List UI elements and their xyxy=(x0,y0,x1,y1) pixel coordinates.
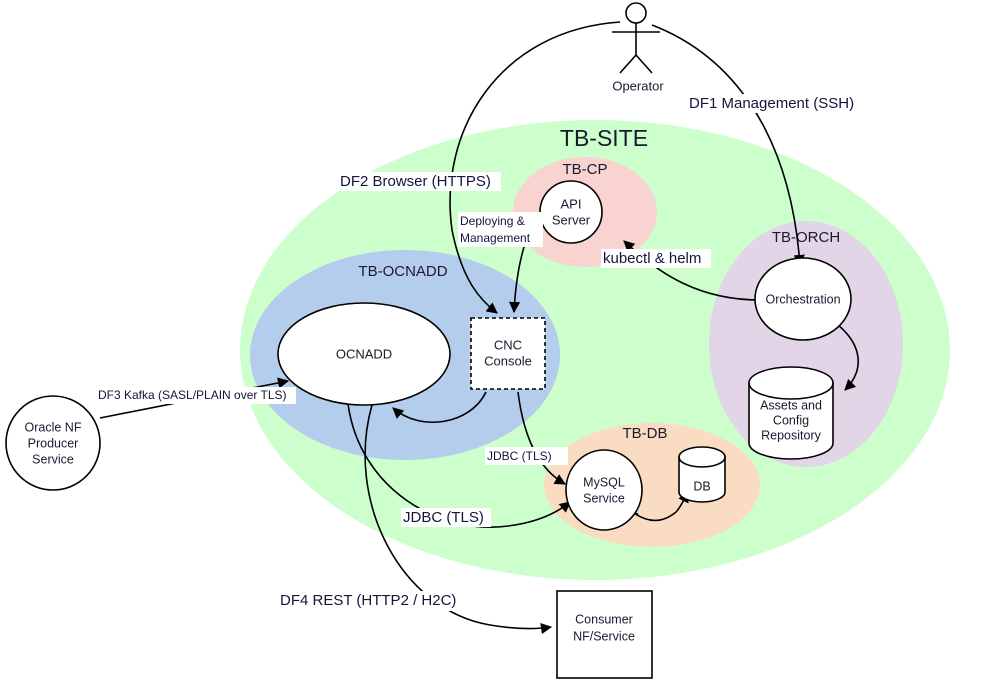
df4-label-bg xyxy=(278,591,486,611)
actor-operator: Operator xyxy=(612,2,664,93)
db-body[interactable] xyxy=(678,456,726,503)
jdbc2-label-bg xyxy=(401,508,491,527)
edge-label-df3: DF3 Kafka (SASL/PLAIN over TLS) xyxy=(96,387,296,404)
kubectl-label-bg xyxy=(601,249,711,268)
api-server-label-line2: Server xyxy=(552,212,591,227)
df3-label: DF3 Kafka (SASL/PLAIN over TLS) xyxy=(98,388,287,402)
assets-repo-label-line3: Repository xyxy=(761,428,821,442)
node-cnc-console[interactable]: CNC Console xyxy=(470,317,546,390)
node-db[interactable]: DB xyxy=(678,446,726,503)
df4-label: DF4 REST (HTTP2 / H2C) xyxy=(280,592,456,609)
db-label: DB xyxy=(693,479,710,493)
cnc-console-label-line1: CNC xyxy=(494,337,522,352)
kubectl-label: kubectl & helm xyxy=(603,250,701,267)
node-assets-repo[interactable]: Assets and Config Repository xyxy=(748,366,834,460)
cnc-console-box[interactable] xyxy=(470,317,546,390)
consumer-box[interactable] xyxy=(556,590,653,679)
tb-db-label: TB-DB xyxy=(623,425,668,442)
node-orchestration[interactable]: Orchestration xyxy=(754,257,852,341)
ocnadd-ellipse[interactable] xyxy=(277,302,451,406)
operator-label: Operator xyxy=(612,78,664,93)
deploy-label-line2: Management xyxy=(460,231,531,245)
jdbc2-label: JDBC (TLS) xyxy=(403,509,484,526)
df2-label-bg xyxy=(338,172,501,191)
df1-label: DF1 Management (SSH) xyxy=(689,95,854,112)
tb-ocnadd-label: TB-OCNADD xyxy=(358,263,447,280)
assets-repo-label-line2: Config xyxy=(773,413,809,427)
tb-cp-label: TB-CP xyxy=(563,161,608,178)
node-consumer[interactable]: Consumer NF/Service xyxy=(556,590,653,679)
node-mysql-service[interactable]: MySQL Service xyxy=(565,449,643,531)
tb-site-label: TB-SITE xyxy=(560,125,648,151)
mysql-label-line2: Service xyxy=(583,491,625,505)
cnc-console-label-line2: Console xyxy=(484,353,532,368)
deploy-label-bg xyxy=(458,212,543,247)
producer-label-line1: Oracle NF xyxy=(25,420,82,434)
df2-label: DF2 Browser (HTTPS) xyxy=(340,173,491,190)
producer-label-line3: Service xyxy=(32,452,74,466)
df1-label-bg xyxy=(687,94,872,113)
assets-repo-label-line1: Assets and xyxy=(760,398,822,412)
edge-orch-assets-line xyxy=(837,324,859,391)
df3-label-bg xyxy=(96,387,296,404)
consumer-label-line1: Consumer xyxy=(575,612,633,626)
edge-label-jdbc1: JDBC (TLS) xyxy=(485,447,568,465)
db-top xyxy=(678,446,726,468)
producer-label-line2: Producer xyxy=(28,436,79,450)
ocnadd-label: OCNADD xyxy=(336,346,392,361)
mysql-label-line1: MySQL xyxy=(583,475,625,489)
edge-label-deploy: Deploying & Management xyxy=(458,212,543,247)
tb-orch-label: TB-ORCH xyxy=(772,229,840,246)
jdbc1-label: JDBC (TLS) xyxy=(487,449,552,463)
operator-head-icon xyxy=(625,2,647,24)
edge-label-df1: DF1 Management (SSH) xyxy=(687,94,872,113)
deploy-label-line1: Deploying & xyxy=(460,214,525,228)
mysql-circle[interactable] xyxy=(565,449,643,531)
edge-cnc-ocnadd-line xyxy=(392,391,487,424)
assets-repo-top xyxy=(748,366,834,400)
operator-leg-left xyxy=(619,54,637,74)
node-producer[interactable]: Oracle NF Producer Service xyxy=(5,395,101,491)
producer-circle[interactable] xyxy=(5,395,101,491)
assets-repo-body[interactable] xyxy=(748,382,834,460)
node-ocnadd[interactable]: OCNADD xyxy=(277,302,451,406)
edge-label-kubectl: kubectl & helm xyxy=(601,249,711,268)
consumer-label-line2: NF/Service xyxy=(573,629,635,643)
node-api-server[interactable]: API Server xyxy=(539,180,603,244)
edge-label-jdbc2: JDBC (TLS) xyxy=(401,508,491,527)
api-server-label-line1: API xyxy=(561,196,582,211)
edge-label-df4: DF4 REST (HTTP2 / H2C) xyxy=(278,591,486,611)
edge-label-df2: DF2 Browser (HTTPS) xyxy=(338,172,501,191)
orchestration-label: Orchestration xyxy=(765,292,840,306)
jdbc1-label-bg xyxy=(485,447,568,465)
edge-mysql-db-line xyxy=(633,511,677,522)
orchestration-circle[interactable] xyxy=(754,257,852,341)
operator-leg-right xyxy=(635,54,653,74)
